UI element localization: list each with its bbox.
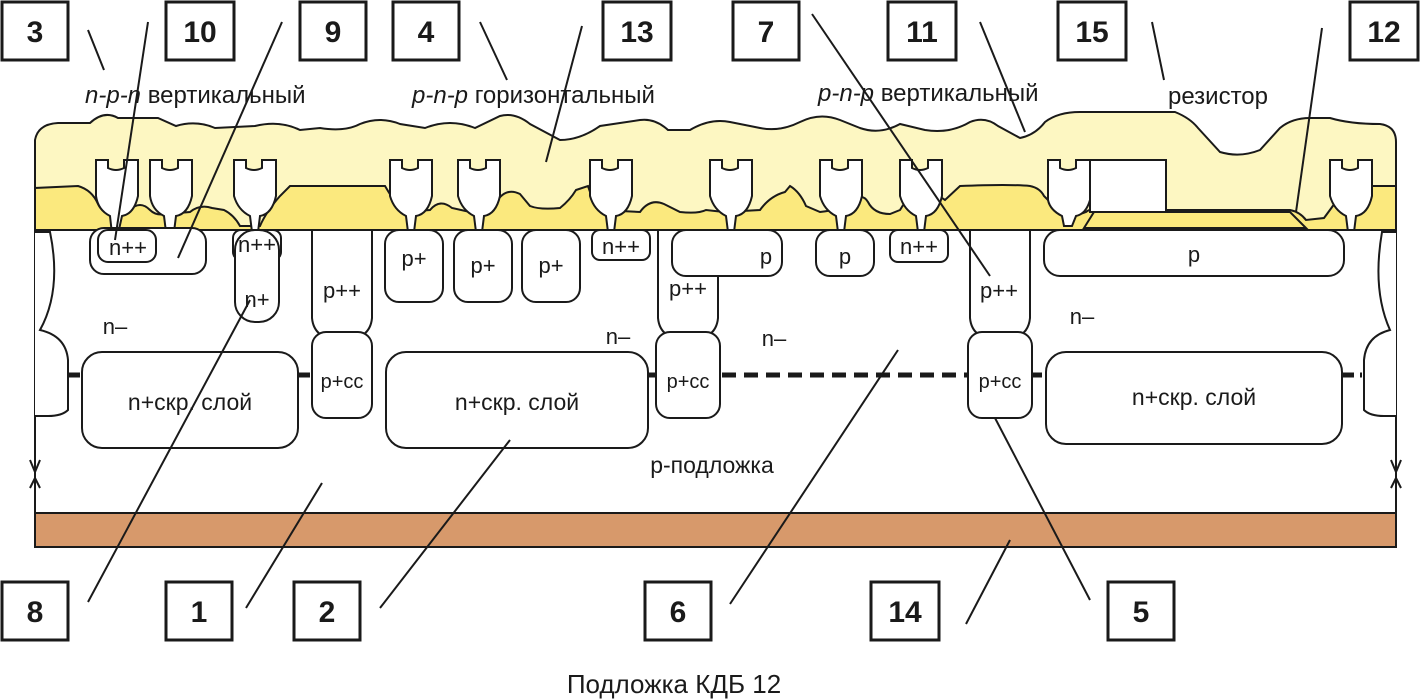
section-npn-vertical: n-p-n вертикальный [85, 82, 306, 109]
callout-12: 12 [1348, 0, 1420, 62]
contact-resistor-window [1089, 159, 1167, 213]
svg-text:13: 13 [620, 16, 653, 49]
label-buried-3: n+скр. слой [1132, 384, 1256, 410]
right-isolation-pocket [1363, 231, 1396, 417]
svg-text:15: 15 [1075, 16, 1108, 49]
callout-7: 7 [731, 0, 801, 62]
label-substrate: p-подложка [650, 452, 774, 478]
svg-text:3: 3 [27, 16, 44, 49]
leader-lines [87, 13, 1323, 625]
label-nminus-1: n– [103, 314, 128, 339]
svg-text:4: 4 [418, 16, 435, 49]
svg-text:5: 5 [1133, 596, 1150, 629]
label-pcc-3: p+cc [979, 371, 1022, 393]
callout-9: 9 [298, 0, 368, 62]
buried-layer-1 [81, 351, 299, 449]
pplus-1 [384, 229, 444, 303]
section-resistor: резистор [1168, 83, 1268, 110]
label-npp-v: n++ [900, 234, 938, 259]
isolation-pcc-1 [311, 331, 373, 419]
label-npp-collector: n++ [238, 232, 276, 257]
callout-2: 2 [292, 580, 362, 642]
contact-2 [149, 159, 193, 233]
svg-text:10: 10 [183, 16, 216, 49]
svg-text:8: 8 [27, 596, 44, 629]
callout-10: 10 [164, 0, 236, 62]
resistor-p [1043, 229, 1345, 277]
svg-text:1: 1 [191, 596, 208, 629]
pnp-h-npp [591, 229, 651, 261]
contact-6 [589, 159, 633, 233]
callout-6: 6 [643, 580, 713, 642]
svg-text:11: 11 [906, 16, 938, 49]
label-p-1: p [760, 244, 772, 269]
pnp-v-p-2 [815, 229, 875, 277]
callout-8: 8 [0, 580, 70, 642]
pplus-2 [453, 229, 513, 303]
label-nminus-3: n– [762, 326, 787, 351]
contact-3 [233, 159, 277, 233]
contact-7 [709, 159, 753, 233]
label-pp-2: p++ [669, 276, 707, 301]
callout-3: 3 [0, 0, 70, 62]
label-nminus-2: n– [606, 324, 631, 349]
label-pcc-1: p+cc [321, 371, 364, 393]
resistor-metal [1082, 211, 1309, 229]
buried-layer-2 [385, 351, 649, 449]
isolation-pcc-2 [655, 331, 721, 419]
contact-1 [95, 159, 139, 235]
callout-1: 1 [164, 580, 234, 642]
label-pplus-1: p+ [401, 246, 426, 271]
contact-11 [1329, 159, 1373, 233]
callout-13: 13 [601, 0, 673, 62]
svg-text:12: 12 [1367, 16, 1400, 49]
label-pplus-3: p+ [538, 253, 563, 278]
contact-5 [457, 159, 501, 233]
label-npp-h: n++ [602, 234, 640, 259]
pplus-3 [521, 229, 581, 303]
contacts [95, 159, 1373, 235]
label-nminus-4: n– [1070, 304, 1095, 329]
callout-15: 15 [1056, 0, 1128, 62]
callout-14: 14 [869, 580, 941, 642]
svg-text:2: 2 [319, 596, 336, 629]
caption: Подложка КДБ 12 [567, 669, 781, 699]
label-pp-1: p++ [323, 278, 361, 303]
npn-emitter [97, 229, 157, 263]
isolation-pcc-3 [967, 331, 1033, 419]
label-pplus-2: p+ [470, 253, 495, 278]
svg-text:7: 7 [758, 16, 775, 49]
contact-10 [1047, 159, 1091, 227]
callout-4: 4 [391, 0, 461, 62]
label-np: n+ [244, 287, 269, 312]
label-pcc-2: p+cc [667, 371, 710, 393]
pnp-v-p-1 [671, 229, 783, 277]
callout-11: 11 [886, 0, 958, 62]
contact-8 [819, 159, 863, 233]
substrate-metal [34, 512, 1397, 548]
diffusion-regions [81, 227, 1345, 449]
buried-layer-3 [1045, 351, 1343, 445]
pnp-v-npp [889, 229, 949, 263]
label-p-2: p [839, 244, 851, 269]
label-p-resistor: p [1188, 242, 1200, 267]
npn-collector-np [234, 229, 280, 323]
left-isolation-pocket [35, 231, 69, 417]
section-pnp-horizontal: p-n-p горизонтальный [411, 82, 655, 109]
label-buried-2: n+скр. слой [455, 389, 579, 415]
svg-text:6: 6 [670, 596, 687, 629]
callout-5: 5 [1106, 580, 1176, 642]
section-pnp-vertical: p-n-p вертикальный [817, 80, 1039, 107]
region-labels: n++ n++ n+ p++ p+cc p+ p+ p+ n++ p++ p+c… [103, 232, 1256, 478]
svg-text:9: 9 [325, 16, 342, 49]
svg-text:14: 14 [888, 596, 922, 629]
contact-4 [389, 159, 433, 233]
callouts: 3 10 9 4 13 7 11 15 12 8 1 2 6 14 5 [0, 0, 1420, 642]
label-pp-3: p++ [980, 278, 1018, 303]
